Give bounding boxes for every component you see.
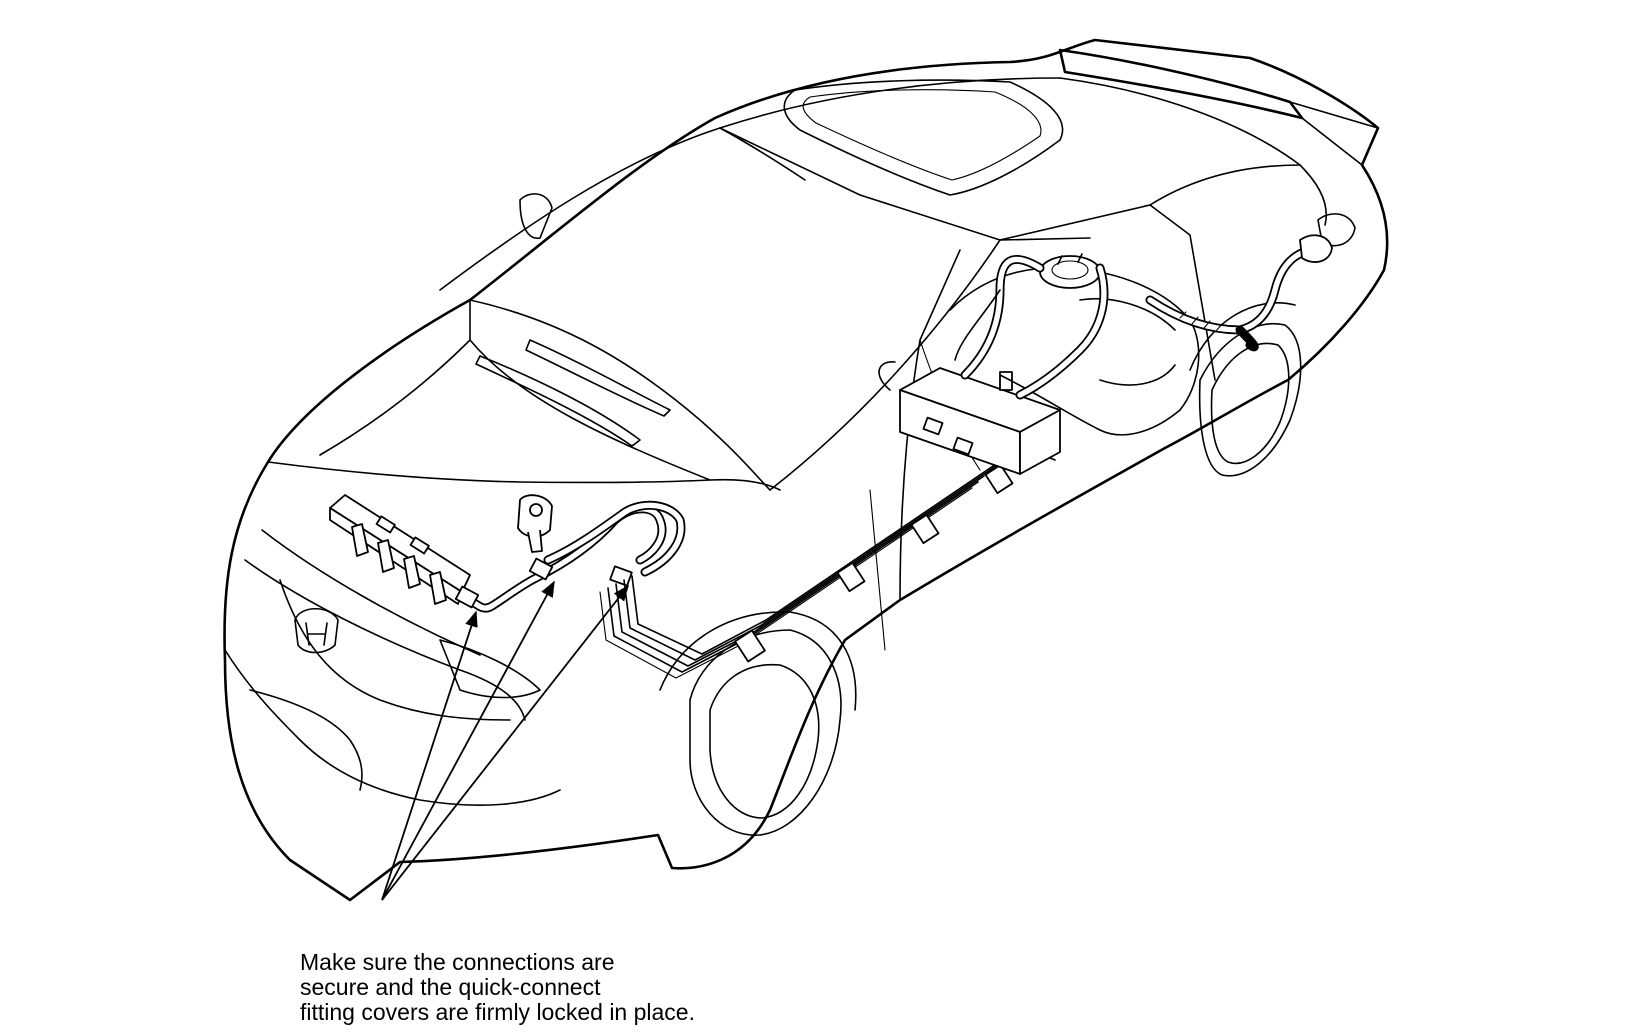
underbody-fuel-lines — [599, 449, 1056, 679]
quick-connect-fittings — [454, 557, 633, 609]
evap-canister — [878, 361, 1061, 475]
quick-connect-fitting-2 — [528, 557, 554, 581]
fuel-rail — [329, 494, 471, 605]
callout-line-1: Make sure the connections are — [300, 949, 615, 975]
quick-connect-fitting-3 — [609, 565, 633, 587]
quick-connect-fitting-1 — [454, 585, 480, 609]
car-body-outline — [223, 38, 1389, 902]
callout-line-3: fitting covers are firmly locked in plac… — [300, 999, 695, 1025]
callout-line-2: secure and the quick-connect — [300, 974, 601, 1000]
fuel-injectors — [351, 523, 447, 605]
fuel-pulsation-damper — [517, 494, 553, 553]
fuel-feed-line-engine — [461, 500, 686, 613]
callout-arrows — [381, 580, 629, 901]
fuel-tank — [949, 253, 1200, 436]
callout-note: Make sure the connections are secure and… — [300, 950, 820, 1025]
honda-logo — [294, 607, 339, 654]
fuel-filler-neck — [1145, 234, 1333, 352]
